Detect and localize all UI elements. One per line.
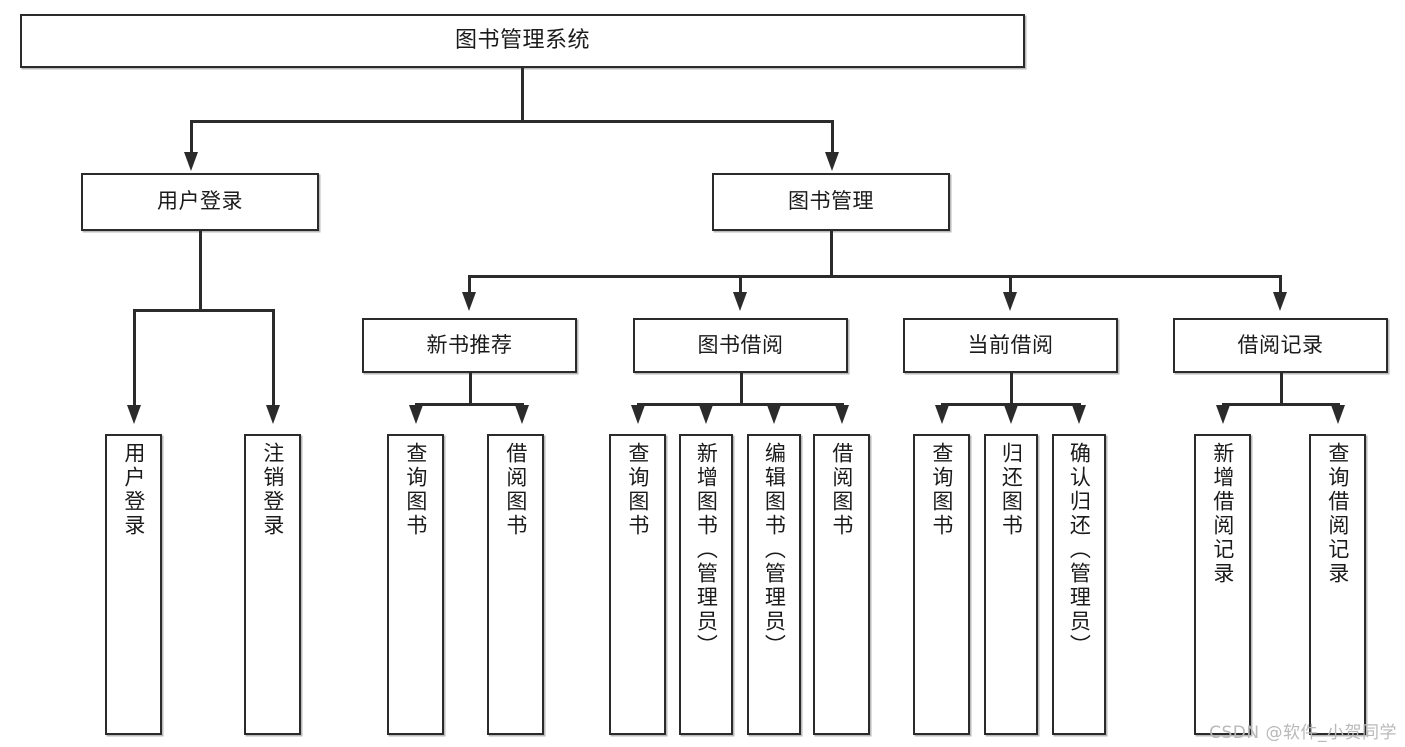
node-label: 借阅记录 bbox=[1237, 332, 1324, 357]
leaf-logout[interactable]: 注销登录 bbox=[244, 434, 301, 735]
connector-user-login-stem bbox=[199, 231, 202, 311]
arrow-to-leaf-query-book-3 bbox=[935, 405, 949, 424]
leaf-confirm-return-admin[interactable]: 确认归还（管理员） bbox=[1052, 434, 1106, 735]
connector-root-bus bbox=[190, 120, 833, 123]
node-label: 编辑图书（管理员） bbox=[762, 442, 787, 658]
connector-drop-book-management bbox=[831, 120, 834, 155]
arrow-to-book-management bbox=[825, 152, 839, 171]
arrow-to-leaf-add-book bbox=[699, 405, 713, 424]
connector-drop-leaf-user-login bbox=[133, 309, 136, 408]
arrow-to-leaf-edit-book bbox=[767, 405, 781, 424]
node-label: 用户登录 bbox=[121, 442, 146, 538]
arrow-to-leaf-borrow-book-1 bbox=[515, 405, 529, 424]
node-label: 确认归还（管理员） bbox=[1067, 442, 1092, 658]
arrow-to-leaf-confirm-return bbox=[1072, 405, 1086, 424]
connector-drop-leaf-logout bbox=[272, 309, 275, 408]
connector-book-borrow-stem bbox=[740, 373, 743, 405]
arrow-to-leaf-query-book-2 bbox=[631, 405, 645, 424]
node-label: 图书借阅 bbox=[697, 332, 784, 357]
arrow-to-new-book-recommend bbox=[462, 292, 476, 311]
connector-drop-borrow-record bbox=[1279, 275, 1282, 295]
node-label: 图书管理系统 bbox=[454, 27, 590, 53]
node-new-book-recommend[interactable]: 新书推荐 bbox=[362, 318, 577, 373]
leaf-user-login[interactable]: 用户登录 bbox=[105, 434, 162, 735]
node-label: 查询图书 bbox=[403, 442, 428, 538]
arrow-to-leaf-user-login bbox=[127, 405, 141, 424]
node-label: 归还图书 bbox=[999, 442, 1024, 538]
node-label: 图书管理 bbox=[788, 189, 874, 214]
leaf-borrow-book[interactable]: 借阅图书 bbox=[813, 434, 870, 735]
node-root-library-management-system[interactable]: 图书管理系统 bbox=[20, 14, 1025, 68]
arrow-to-borrow-record bbox=[1273, 292, 1287, 311]
arrow-to-user-login bbox=[184, 152, 198, 171]
connector-borrow-record-bus bbox=[1222, 403, 1339, 406]
leaf-query-book-recommend[interactable]: 查询图书 bbox=[387, 434, 444, 735]
connector-drop-current-borrow bbox=[1009, 275, 1012, 295]
leaf-add-borrow-record[interactable]: 新增借阅记录 bbox=[1194, 434, 1251, 735]
arrow-to-leaf-query-book-1 bbox=[409, 405, 423, 424]
node-label: 查询借阅记录 bbox=[1325, 442, 1350, 586]
node-borrow-record[interactable]: 借阅记录 bbox=[1173, 318, 1388, 373]
node-label: 新增图书（管理员） bbox=[694, 442, 719, 658]
watermark-text: CSDN @软件_小贺同学 bbox=[1209, 723, 1397, 743]
connector-book-borrow-bus bbox=[637, 403, 842, 406]
arrow-to-leaf-return-book bbox=[1004, 405, 1018, 424]
node-label: 查询图书 bbox=[929, 442, 954, 538]
connector-current-borrow-stem bbox=[1010, 373, 1013, 405]
node-book-management[interactable]: 图书管理 bbox=[712, 173, 950, 231]
arrow-to-leaf-logout bbox=[266, 405, 280, 424]
arrow-to-leaf-add-record bbox=[1216, 405, 1230, 424]
connector-drop-new-book bbox=[468, 275, 471, 295]
connector-borrow-record-stem bbox=[1280, 373, 1283, 405]
leaf-edit-book-admin[interactable]: 编辑图书（管理员） bbox=[747, 434, 801, 735]
leaf-borrow-book-recommend[interactable]: 借阅图书 bbox=[487, 434, 544, 735]
node-label: 新书推荐 bbox=[426, 332, 513, 357]
arrow-to-leaf-query-record bbox=[1331, 405, 1345, 424]
leaf-return-book[interactable]: 归还图书 bbox=[984, 434, 1038, 735]
node-label: 借阅图书 bbox=[503, 442, 528, 538]
node-label: 查询图书 bbox=[625, 442, 650, 538]
connector-book-management-bus bbox=[468, 275, 1280, 278]
connector-drop-book-borrow bbox=[739, 275, 742, 295]
node-label: 新增借阅记录 bbox=[1210, 442, 1235, 586]
leaf-query-book-current[interactable]: 查询图书 bbox=[913, 434, 970, 735]
leaf-query-book-borrow[interactable]: 查询图书 bbox=[609, 434, 666, 735]
node-book-borrow[interactable]: 图书借阅 bbox=[633, 318, 848, 373]
connector-new-book-stem bbox=[469, 373, 472, 405]
connector-drop-user-login bbox=[190, 120, 193, 155]
node-user-login[interactable]: 用户登录 bbox=[81, 173, 319, 231]
connector-new-book-bus bbox=[415, 403, 523, 406]
connector-book-management-stem bbox=[830, 231, 833, 277]
connector-user-login-bus bbox=[133, 309, 275, 312]
node-label: 用户登录 bbox=[157, 189, 243, 214]
node-current-borrow[interactable]: 当前借阅 bbox=[903, 318, 1118, 373]
arrow-to-book-borrow bbox=[733, 292, 747, 311]
node-label: 当前借阅 bbox=[967, 332, 1054, 357]
leaf-add-book-admin[interactable]: 新增图书（管理员） bbox=[679, 434, 733, 735]
leaf-query-borrow-record[interactable]: 查询借阅记录 bbox=[1309, 434, 1366, 735]
connector-root-stem bbox=[521, 68, 524, 120]
node-label: 注销登录 bbox=[260, 442, 285, 538]
arrow-to-leaf-borrow-book-2 bbox=[835, 405, 849, 424]
arrow-to-current-borrow bbox=[1003, 292, 1017, 311]
node-label: 借阅图书 bbox=[829, 442, 854, 538]
